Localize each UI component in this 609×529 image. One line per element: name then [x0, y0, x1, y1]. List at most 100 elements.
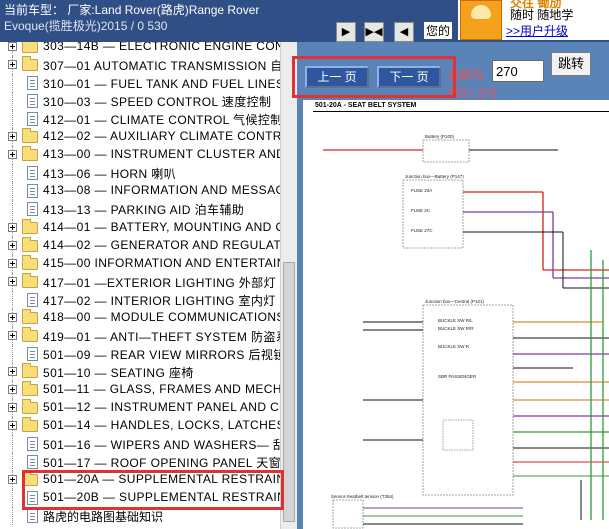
jump-button[interactable]: 跳转: [551, 52, 591, 76]
tree-item[interactable]: 413—13 — PARKING AID 泊车辅助: [0, 200, 280, 219]
document-icon: [27, 94, 38, 109]
expand-icon[interactable]: [8, 240, 17, 250]
document-icon: [27, 346, 38, 361]
component-label: BUCKLE SW R/L: [438, 318, 473, 323]
folder-icon: [22, 399, 38, 414]
tree-item-label: 413—13 — PARKING AID 泊车辅助: [43, 203, 245, 218]
tree-item-label: 414—01 — BATTERY, MOUNTING AND CA: [43, 219, 280, 234]
tree-item[interactable]: 501—10 — SEATING 座椅: [0, 362, 280, 381]
document-icon: [27, 166, 38, 181]
tree-item[interactable]: 413—00 — INSTRUMENT CLUSTER AND P: [0, 146, 280, 165]
tree-line: [12, 290, 13, 309]
expand-icon[interactable]: [8, 403, 17, 412]
tree-item[interactable]: 310—01 — FUEL TANK AND FUEL LINES 燃: [0, 74, 280, 93]
expand-icon[interactable]: [8, 42, 17, 51]
tree-line: [12, 507, 13, 526]
expand-icon[interactable]: [8, 150, 17, 160]
ad-banner[interactable]: 交往 锄劢 随时 随地学 >>用户升级: [458, 0, 609, 40]
expand-icon[interactable]: [8, 276, 17, 286]
upgrade-link[interactable]: >>用户升级: [506, 24, 569, 38]
tree-line: [12, 92, 13, 111]
tree-item-label: 415—00 INFORMATION AND ENTERTAINM: [43, 255, 280, 270]
expand-icon[interactable]: [8, 222, 17, 232]
tree-item[interactable]: 501—11 — GLASS, FRAMES AND MECHAN: [0, 380, 280, 399]
tree-item-label: 501—20B — SUPPLEMENTAL RESTRAINT: [43, 490, 280, 505]
document-icon: [27, 509, 38, 524]
folder-icon: [22, 308, 38, 324]
tree-item[interactable]: 307—01 AUTOMATIC TRANSMISSION 自动: [0, 56, 280, 75]
first-page-button[interactable]: ▶: [336, 22, 356, 42]
tree-line: [12, 110, 13, 129]
expand-icon[interactable]: [8, 60, 17, 70]
tree-item-label: 路虎的电路图基础知识: [43, 510, 164, 525]
ad-line-2: 随时 随地学: [510, 8, 574, 22]
tree-item[interactable]: 501—16 — WIPERS AND WASHERS— 刮水: [0, 435, 280, 454]
vehicle-line-1: 当前车型： 厂家:Land Rover(路虎)Range Rover: [4, 3, 260, 17]
folder-icon: [22, 326, 38, 342]
mascot-image: [460, 0, 502, 40]
tree-item[interactable]: 414—01 — BATTERY, MOUNTING AND CA: [0, 218, 280, 237]
tree-item-label: 413—08 — INFORMATION AND MESSAGE: [43, 183, 280, 198]
tree-item-label: 414—02 — GENERATOR AND REGULATOR: [43, 237, 280, 252]
folder-icon: [22, 254, 38, 270]
tree-item[interactable]: 路虎的电路图基础知识: [0, 507, 280, 526]
expand-icon[interactable]: [8, 384, 17, 394]
tree-line: [12, 182, 13, 201]
tree-scrollbar[interactable]: [280, 42, 297, 529]
tree-item[interactable]: 310—03 — SPEED CONTROL 速度控制: [0, 92, 280, 111]
tree-item-label: 419—01 — ANTI—THEFT SYSTEM 防盗系统: [43, 329, 280, 344]
expand-icon[interactable]: [8, 312, 17, 322]
tree-item[interactable]: 303—14B — ELECTRONIC ENGINE CONTI: [0, 42, 280, 56]
tree-item[interactable]: 417—01 —EXTERIOR LIGHTING 外部灯: [0, 272, 280, 291]
tree-item[interactable]: 413—08 — INFORMATION AND MESSAGE: [0, 182, 280, 201]
tree-item-label: 310—03 — SPEED CONTROL 速度控制: [43, 95, 272, 110]
expand-icon[interactable]: [8, 132, 17, 142]
document-icon: [27, 455, 38, 470]
tree-item[interactable]: 412—02 — AUXILIARY CLIMATE CONTRO: [0, 128, 280, 147]
component-box: [422, 139, 470, 163]
tree-item[interactable]: 414—02 — GENERATOR AND REGULATOR: [0, 236, 280, 255]
next-page-button[interactable]: 下一 页: [377, 66, 441, 88]
tree-item[interactable]: 501—12 — INSTRUMENT PANEL AND CON: [0, 399, 280, 417]
tree-item[interactable]: 501—14 — HANDLES, LOCKS, LATCHES A: [0, 417, 280, 436]
expand-icon[interactable]: [8, 330, 17, 340]
folder-icon: [22, 362, 38, 378]
tree-item[interactable]: 413—06 — HORN 喇叭: [0, 164, 280, 183]
tree-line: [12, 435, 13, 454]
tree-scrollbar-thumb[interactable]: [283, 262, 295, 522]
tree-item[interactable]: 501—20B — SUPPLEMENTAL RESTRAINT: [0, 489, 280, 508]
expand-icon[interactable]: [8, 475, 17, 485]
tree-item-label: 501—11 — GLASS, FRAMES AND MECHAN: [43, 381, 280, 396]
component-box: [442, 419, 474, 451]
tree-item[interactable]: 415—00 INFORMATION AND ENTERTAINM: [0, 254, 280, 273]
tree-item-label: 501—17 — ROOF OPENING PANEL 天窗开: [43, 456, 280, 471]
tree-item-label: 310—01 — FUEL TANK AND FUEL LINES 燃: [43, 77, 280, 92]
tree-item-label: 501—10 — SEATING 座椅: [43, 365, 194, 380]
document-icon: [27, 76, 38, 91]
component-box: [332, 499, 364, 529]
expand-icon[interactable]: [8, 258, 17, 268]
tree-item[interactable]: 501—17 — ROOF OPENING PANEL 天窗开: [0, 453, 280, 472]
tree-item[interactable]: 418—00 — MODULE COMMUNICATIONS N: [0, 308, 280, 327]
component-label: BUCKLE SW R/R: [438, 326, 474, 331]
tree-line: [12, 74, 13, 93]
prev-page-icon-button[interactable]: ◀: [394, 22, 414, 42]
compare-button[interactable]: ▶◀: [364, 22, 384, 42]
prev-page-button[interactable]: 上一 页: [305, 66, 369, 88]
selected-items-highlight: [22, 470, 284, 510]
component-box: [422, 304, 514, 496]
expand-icon[interactable]: [8, 366, 17, 376]
tree-item[interactable]: 412—01 — CLIMATE CONTROL 气候控制: [0, 110, 280, 129]
tree-line: [12, 164, 13, 183]
page-number-input[interactable]: [492, 60, 544, 82]
tree-item[interactable]: 417—02 — INTERIOR LIGHTING 室内灯: [0, 290, 280, 309]
tree-line: [12, 344, 13, 363]
wiring-diagram-canvas: Battery (P100)Junction box—Battery (P147…: [323, 134, 609, 529]
tree-line: [12, 489, 13, 508]
tree-item[interactable]: 419—01 — ANTI—THEFT SYSTEM 防盗系统: [0, 326, 280, 345]
expand-icon[interactable]: [8, 421, 17, 431]
tree-item[interactable]: 501—09 — REAR VIEW MIRRORS 后视镜: [0, 344, 280, 363]
tree-item-label: 412—02 — AUXILIARY CLIMATE CONTRO: [43, 129, 280, 144]
document-icon: [27, 491, 38, 506]
diagram-title: 501-20A - SEAT BELT SYSTEM: [315, 102, 417, 109]
